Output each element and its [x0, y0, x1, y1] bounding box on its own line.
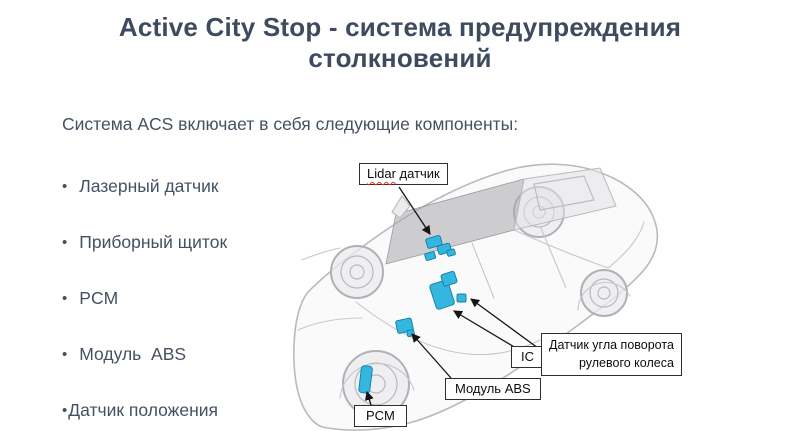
pcm-highlight: [358, 365, 373, 394]
bullet-marker: •: [62, 346, 68, 363]
page-title: Active City Stop - система предупреждени…: [118, 12, 682, 73]
car-wheel-front-far: [330, 245, 384, 299]
bullet-label: Датчик положения: [68, 400, 219, 420]
car-wheel-rear-near: [580, 269, 628, 317]
label-lidar-rest: датчик: [395, 166, 440, 181]
bullet-marker: •: [62, 402, 68, 419]
bullet-item: • Модуль ABS: [62, 344, 312, 365]
abs-module-highlight: [395, 317, 415, 338]
label-steering-line2: рулевого колеса: [578, 355, 674, 370]
label-instrument-cluster: IC: [511, 346, 544, 369]
leader-arrow-pcm: [364, 390, 374, 406]
label-pcm: PCM: [354, 405, 407, 428]
label-lidar-sensor: Lidar датчик: [359, 163, 448, 186]
leader-arrow-ic: [453, 310, 517, 349]
bullet-label: Приборный щиток: [79, 232, 228, 252]
bullet-item: • Датчик положения: [62, 400, 312, 421]
label-lidar-word: Lidar: [367, 166, 396, 181]
intro-text: Система ACS включает в себя следующие ко…: [62, 114, 519, 134]
label-steering-line1: Датчик угла поворота: [549, 338, 674, 352]
lidar-sensor-highlight: [424, 235, 456, 261]
bullet-marker: •: [62, 290, 68, 307]
leader-arrow-steering: [470, 298, 543, 352]
bullet-marker: •: [62, 234, 68, 251]
bullet-label: Лазерный датчик: [79, 176, 219, 196]
label-abs-module: Модуль ABS: [445, 378, 541, 401]
leader-arrow-abs: [411, 333, 452, 379]
side-mirror: [391, 195, 411, 219]
bullet-label: PCM: [79, 288, 119, 308]
bullet-marker: •: [62, 178, 68, 195]
sunroof: [533, 175, 595, 211]
bullet-list: • Лазерный датчик • Приборный щиток • PC…: [62, 176, 312, 431]
bullet-item: • Приборный щиток: [62, 232, 312, 253]
bullet-item: • PCM: [62, 288, 312, 309]
leader-arrow-lidar: [398, 186, 431, 235]
bullet-item: • Лазерный датчик: [62, 176, 312, 197]
steering-angle-sensor-highlight: [456, 293, 467, 303]
car-illustration: [293, 163, 659, 431]
bullet-label: Модуль ABS: [79, 344, 187, 364]
instrument-cluster-highlight: [429, 270, 458, 310]
leader-arrows: [364, 186, 543, 406]
label-steering-angle-sensor: Датчик угла поворота рулевого колеса: [541, 333, 682, 376]
